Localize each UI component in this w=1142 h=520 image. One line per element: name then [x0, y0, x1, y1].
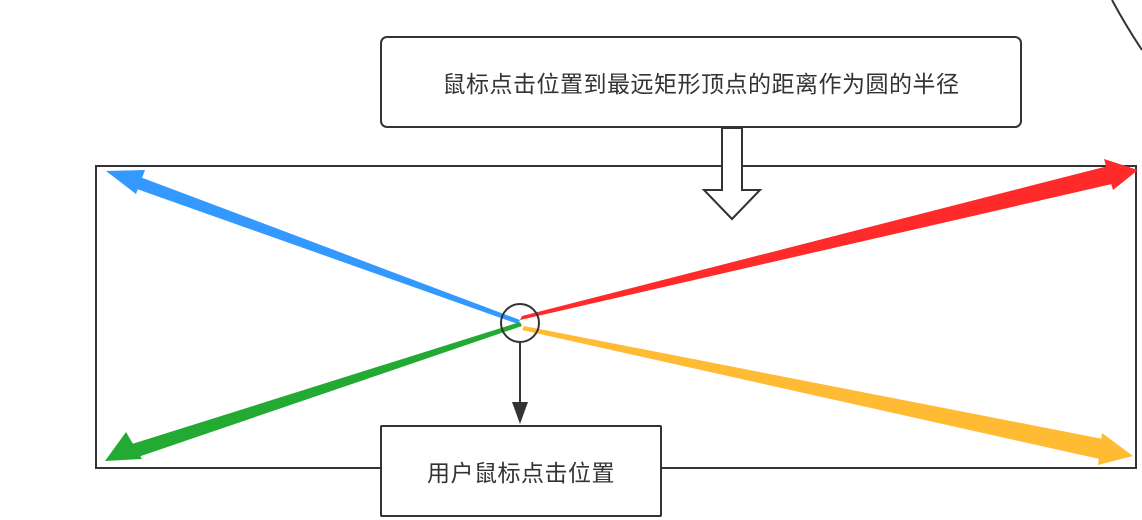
arrow-bottom-right-shaft	[522, 326, 1108, 460]
arrow-top-right-shaft	[520, 166, 1112, 320]
arrow-top-right-head	[1104, 159, 1138, 190]
circle-arc	[1111, 0, 1142, 51]
click-position-box: 用户鼠标点击位置	[380, 425, 662, 517]
click-position-label: 用户鼠标点击位置	[427, 461, 615, 487]
hollow-down-arrow-icon	[701, 127, 763, 221]
arrow-top-right	[520, 159, 1138, 320]
radius-note-box: 鼠标点击位置到最远矩形顶点的距离作为圆的半径	[380, 36, 1022, 128]
click-connector-arrowhead	[512, 402, 528, 424]
arrow-bottom-left-head	[105, 432, 142, 461]
arrow-bottom-right-head	[1098, 433, 1133, 465]
arrow-top-left-shaft	[134, 177, 520, 324]
arrow-bottom-left-shaft	[132, 322, 522, 457]
arrow-top-left-head	[106, 170, 145, 194]
radius-note-label: 鼠标点击位置到最远矩形顶点的距离作为圆的半径	[442, 72, 960, 98]
arrow-top-left	[106, 170, 520, 324]
arrow-bottom-right	[522, 326, 1133, 465]
arrow-bottom-left	[105, 322, 522, 461]
